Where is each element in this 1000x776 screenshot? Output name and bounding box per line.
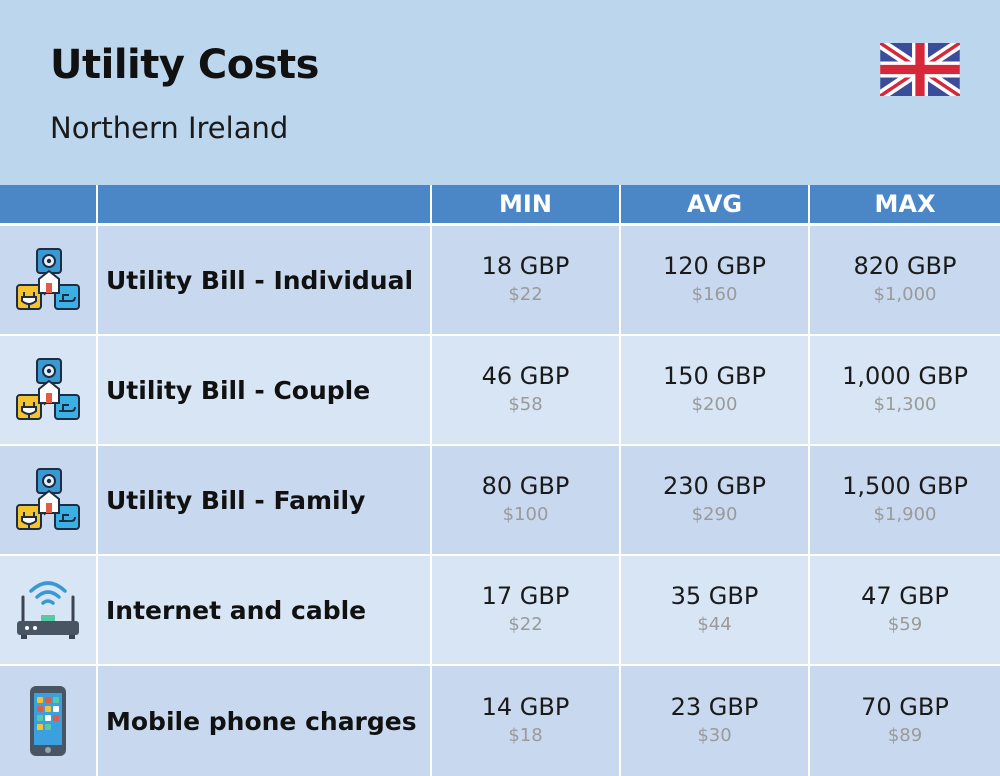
avg-usd: $30	[697, 725, 732, 746]
table-row: Utility Bill - Individual 18 GBP $22 120…	[0, 226, 1000, 334]
avg-usd: $44	[697, 614, 732, 635]
table-row: Mobile phone charges 14 GBP $18 23 GBP $…	[0, 666, 1000, 776]
min-cell: 14 GBP $18	[432, 666, 619, 776]
avg-cell: 35 GBP $44	[621, 556, 808, 664]
avg-usd: $200	[691, 394, 738, 415]
utility-bill-icon	[0, 446, 96, 554]
avg-cell: 230 GBP $290	[621, 446, 808, 554]
min-cell: 17 GBP $22	[432, 556, 619, 664]
utility-bill-icon	[0, 336, 96, 444]
avg-gbp: 35 GBP	[670, 582, 759, 610]
min-usd: $22	[508, 614, 543, 635]
max-gbp: 820 GBP	[853, 252, 957, 280]
max-cell: 1,500 GBP $1,900	[810, 446, 1000, 554]
header-label-cell	[98, 185, 430, 223]
avg-gbp: 230 GBP	[663, 472, 766, 500]
utility-bill-icon	[0, 226, 96, 334]
min-usd: $58	[508, 394, 543, 415]
max-cell: 47 GBP $59	[810, 556, 1000, 664]
cost-table: MIN AVG MAX Utility Bill - Individual 18…	[0, 185, 1000, 776]
min-usd: $22	[508, 284, 543, 305]
avg-gbp: 120 GBP	[663, 252, 766, 280]
max-gbp: 1,500 GBP	[842, 472, 968, 500]
min-cell: 18 GBP $22	[432, 226, 619, 334]
max-gbp: 47 GBP	[861, 582, 949, 610]
max-gbp: 70 GBP	[861, 693, 949, 721]
table-row: Internet and cable 17 GBP $22 35 GBP $44…	[0, 556, 1000, 664]
max-cell: 820 GBP $1,000	[810, 226, 1000, 334]
mobile-phone-icon	[0, 666, 96, 776]
max-usd: $59	[887, 614, 923, 635]
page-title: Utility Costs	[50, 42, 319, 88]
wifi-router-icon	[0, 556, 96, 664]
avg-cell: 150 GBP $200	[621, 336, 808, 444]
row-label: Internet and cable	[98, 556, 430, 664]
table-header: MIN AVG MAX	[0, 185, 1000, 223]
max-usd: $89	[887, 725, 923, 746]
max-usd: $1,300	[873, 394, 937, 415]
table-row: Utility Bill - Couple 46 GBP $58 150 GBP…	[0, 336, 1000, 444]
min-cell: 80 GBP $100	[432, 446, 619, 554]
max-gbp: 1,000 GBP	[842, 362, 968, 390]
min-gbp: 14 GBP	[481, 693, 570, 721]
table-row: Utility Bill - Family 80 GBP $100 230 GB…	[0, 446, 1000, 554]
min-cell: 46 GBP $58	[432, 336, 619, 444]
column-min: MIN	[432, 185, 619, 223]
avg-usd: $160	[691, 284, 738, 305]
row-label: Utility Bill - Family	[98, 446, 430, 554]
avg-cell: 23 GBP $30	[621, 666, 808, 776]
avg-gbp: 23 GBP	[670, 693, 759, 721]
min-gbp: 18 GBP	[481, 252, 570, 280]
column-avg: AVG	[621, 185, 808, 223]
avg-cell: 120 GBP $160	[621, 226, 808, 334]
column-max: MAX	[810, 185, 1000, 223]
united-kingdom-flag-icon	[880, 43, 960, 96]
avg-usd: $290	[691, 504, 738, 525]
min-gbp: 80 GBP	[481, 472, 570, 500]
avg-gbp: 150 GBP	[663, 362, 766, 390]
page-subtitle: Northern Ireland	[50, 111, 289, 145]
row-label: Mobile phone charges	[98, 666, 430, 776]
min-usd: $18	[508, 725, 543, 746]
row-label: Utility Bill - Couple	[98, 336, 430, 444]
min-usd: $100	[502, 504, 549, 525]
max-cell: 70 GBP $89	[810, 666, 1000, 776]
header-icon-cell	[0, 185, 96, 223]
min-gbp: 17 GBP	[481, 582, 570, 610]
row-label: Utility Bill - Individual	[98, 226, 430, 334]
max-cell: 1,000 GBP $1,300	[810, 336, 1000, 444]
max-usd: $1,000	[873, 284, 937, 305]
max-usd: $1,900	[873, 504, 937, 525]
min-gbp: 46 GBP	[481, 362, 570, 390]
